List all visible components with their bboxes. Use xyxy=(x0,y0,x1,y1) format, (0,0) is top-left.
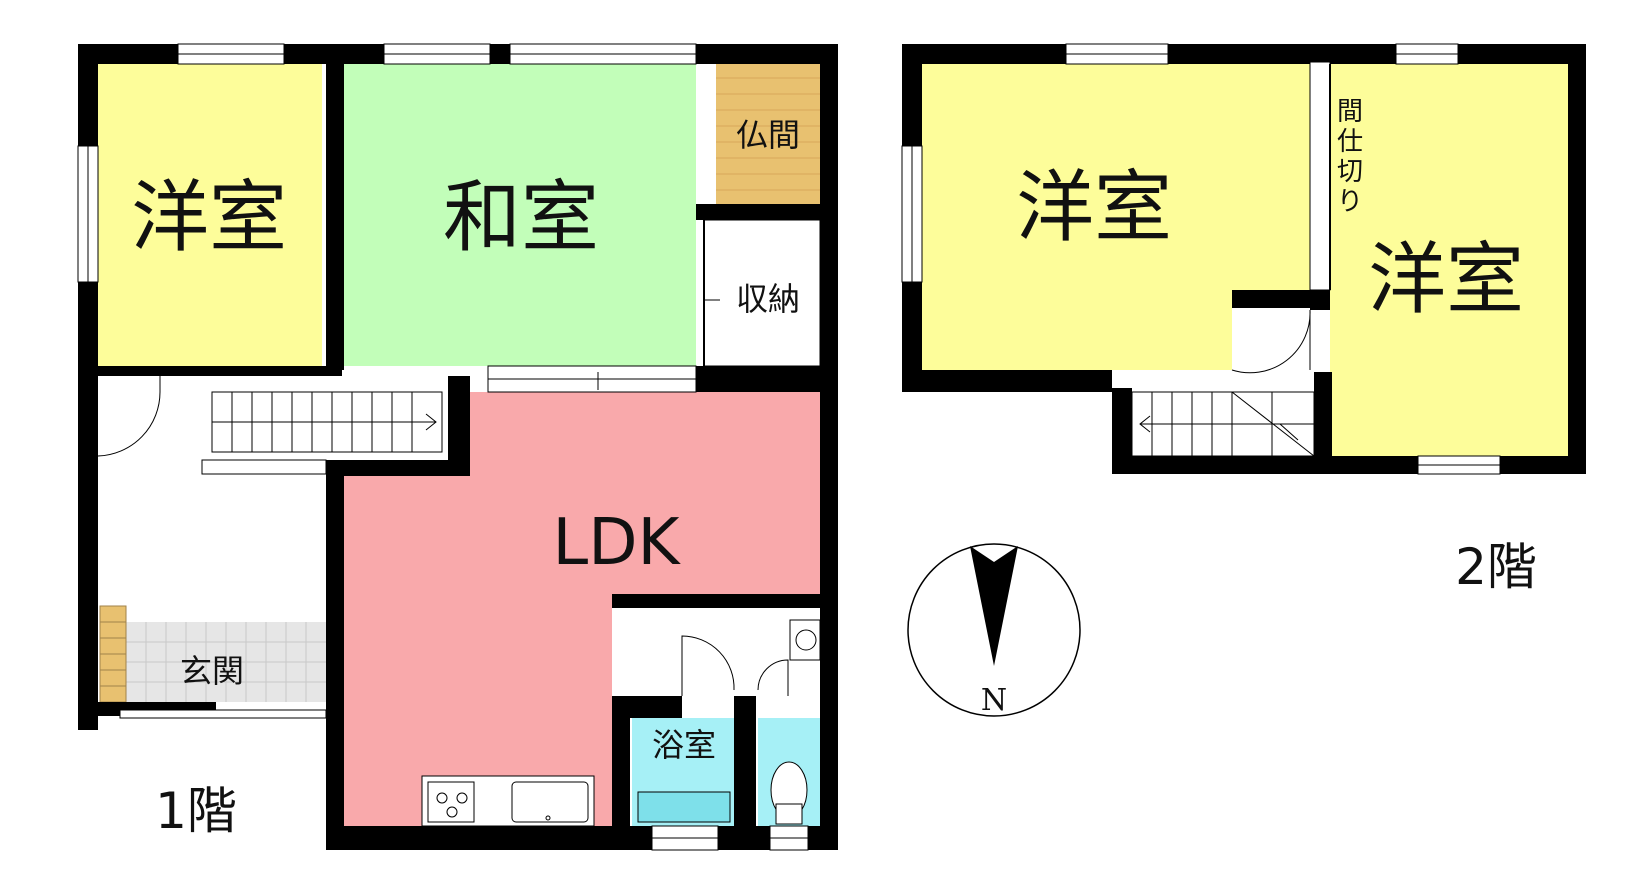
floor-1-doors xyxy=(97,299,789,696)
partition-char-3: 切 xyxy=(1337,157,1363,187)
entrance-label: 玄関 xyxy=(180,652,244,690)
washbasin xyxy=(789,619,821,661)
floor-1-stairs xyxy=(201,391,443,475)
floor-1: 洋室 和室 仏間 収納 LDK 玄関 浴室 1階 xyxy=(77,43,838,851)
storage-closet xyxy=(703,219,821,367)
floor-2-windows xyxy=(901,43,1501,475)
compass-needle-icon xyxy=(970,546,1018,666)
western-room-fill xyxy=(96,62,322,366)
partition-label: 間 仕 切 り xyxy=(1337,97,1363,217)
floor-2: 洋室 洋室 間 仕 切 り 2階 xyxy=(901,43,1586,596)
altar-room-label: 仏間 xyxy=(736,116,800,154)
shoe-rack-lines xyxy=(100,621,126,687)
altar-room-fill xyxy=(716,62,820,208)
floor-2-label: 2階 xyxy=(1455,538,1537,596)
western-room-right-fill xyxy=(1330,62,1570,460)
compass: N xyxy=(907,543,1081,718)
partition-char-1: 間 xyxy=(1337,97,1363,127)
bathtub xyxy=(637,791,731,823)
toilet-fixture xyxy=(770,761,808,825)
altar-floor-lines xyxy=(716,77,820,191)
entrance-tile-lines xyxy=(126,622,326,702)
floor-1-label: 1階 xyxy=(155,782,237,840)
japanese-room-label: 和室 xyxy=(443,173,599,263)
floor-1-windows xyxy=(77,43,809,851)
western-room-right-label: 洋室 xyxy=(1368,235,1524,325)
north-label: N xyxy=(981,683,1007,718)
storage-label: 収納 xyxy=(736,280,800,318)
ldk-label: LDK xyxy=(553,506,682,580)
floor-2-stairs xyxy=(1131,309,1315,457)
western-room-left-label: 洋室 xyxy=(1016,163,1172,253)
kitchen-counter xyxy=(421,775,595,827)
bathroom-label: 浴室 xyxy=(652,726,716,764)
western-room-left-fill xyxy=(922,62,1310,370)
ldk-fill xyxy=(344,392,820,826)
japanese-room-fill xyxy=(344,62,696,366)
western-room-label: 洋室 xyxy=(131,173,287,263)
partition-char-2: 仕 xyxy=(1337,127,1363,157)
partition-char-4: り xyxy=(1337,187,1363,217)
partition-panel xyxy=(1309,61,1331,291)
